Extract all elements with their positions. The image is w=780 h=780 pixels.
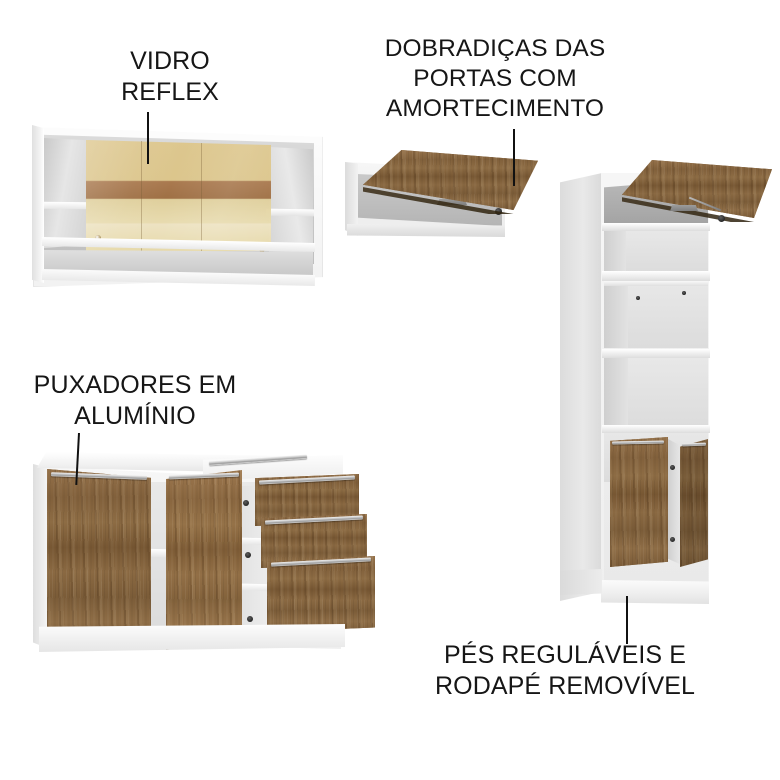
glass-seam-left [141,141,142,251]
counter-door-left [47,469,151,647]
callout-pes-line-1: PÉS REGULÁVEIS E [444,641,686,669]
lift-cabinet-side-panel [345,162,358,236]
left-niche-shelf [43,201,91,210]
lift-cabinet-handle-notch [437,199,467,205]
reflex-glass-panel [86,140,271,252]
tall-pantry-unit [560,160,772,625]
pantry-left-side-panel [560,173,602,601]
counter-door-hinge-bottom [247,616,253,622]
left-open-niche [44,138,88,248]
callout-vidro-line-1: VIDRO [130,47,210,75]
glass-seam-right [201,143,202,253]
pantry-shelf-3 [602,349,710,358]
base-counter-unit [33,452,375,662]
pantry-plinth-side [560,569,602,595]
callout-dobradicas: DOBRADIÇAS DAS PORTAS COM AMORTECIMENTO [355,34,635,124]
pantry-lower-door-left [610,437,668,567]
pantry-lift-handle-notch [670,205,698,211]
leader-line-pes-rodape [626,596,628,644]
pantry-shelf-pin-2 [636,296,640,300]
glass-reflection-sheen [86,140,271,252]
pantry-shelf-2-edge [604,281,708,286]
callout-puxadores: PUXADORES EM ALUMÍNIO [10,370,260,431]
pantry-shelf-4 [602,425,710,433]
pantry-door-open-inner-face [668,439,682,565]
callout-dobradicas-line-3: AMORTECIMENTO [385,94,605,122]
callout-vidro-reflex: VIDRO REFLEX [60,46,280,107]
pantry-niche-1-depth [604,229,626,273]
pantry-door-hinge-top [670,465,675,470]
pantry-shelf-1 [602,223,710,231]
counter-plinth-rodape [39,624,345,652]
cabinet-left-side-panel [32,125,44,283]
callout-dobradicas-line-2: PORTAS COM [413,64,577,92]
pantry-door-hinge-bottom [670,537,675,542]
lift-cabinet-bottom-panel [347,224,505,237]
pantry-shelf-2 [602,271,710,281]
pantry-lower-door-right-ajar [680,439,708,567]
pantry-lift-door-wood-front [622,160,772,218]
callout-puxadores-line-1: PUXADORES EM [33,371,237,399]
callout-dobradicas-line-1: DOBRADIÇAS DAS [384,35,606,62]
callout-pes-rodape: PÉS REGULÁVEIS E RODAPÉ REMOVÍVEL [400,640,730,701]
glass-cabinet-body [32,122,323,287]
pantry-plinth-rodape [601,580,709,604]
right-niche-shelf [265,208,315,217]
pantry-shelf-pin-1 [682,291,686,295]
leader-line-vidro-reflex [147,112,149,164]
counter-door-middle-ajar [166,470,242,650]
counter-door-hinge-middle [245,552,251,558]
counter-drawer-3 [267,556,375,632]
counter-door-hinge-top [243,500,249,506]
callout-pes-line-2: RODAPÉ REMOVÍVEL [435,671,695,700]
pantry-niche-2-depth [604,280,628,348]
glass-wall-cabinet [32,122,323,287]
lift-wall-cabinet [345,150,550,255]
leader-line-dobradicas [513,129,515,186]
callout-vidro-line-2: REFLEX [121,77,219,106]
counter-left-side-panel [33,464,47,648]
pantry-soft-close-hinge-icon [718,215,725,222]
pantry-niche-3-depth [604,357,628,427]
callout-puxadores-line-2: ALUMÍNIO [74,401,196,430]
right-open-niche [269,147,313,257]
